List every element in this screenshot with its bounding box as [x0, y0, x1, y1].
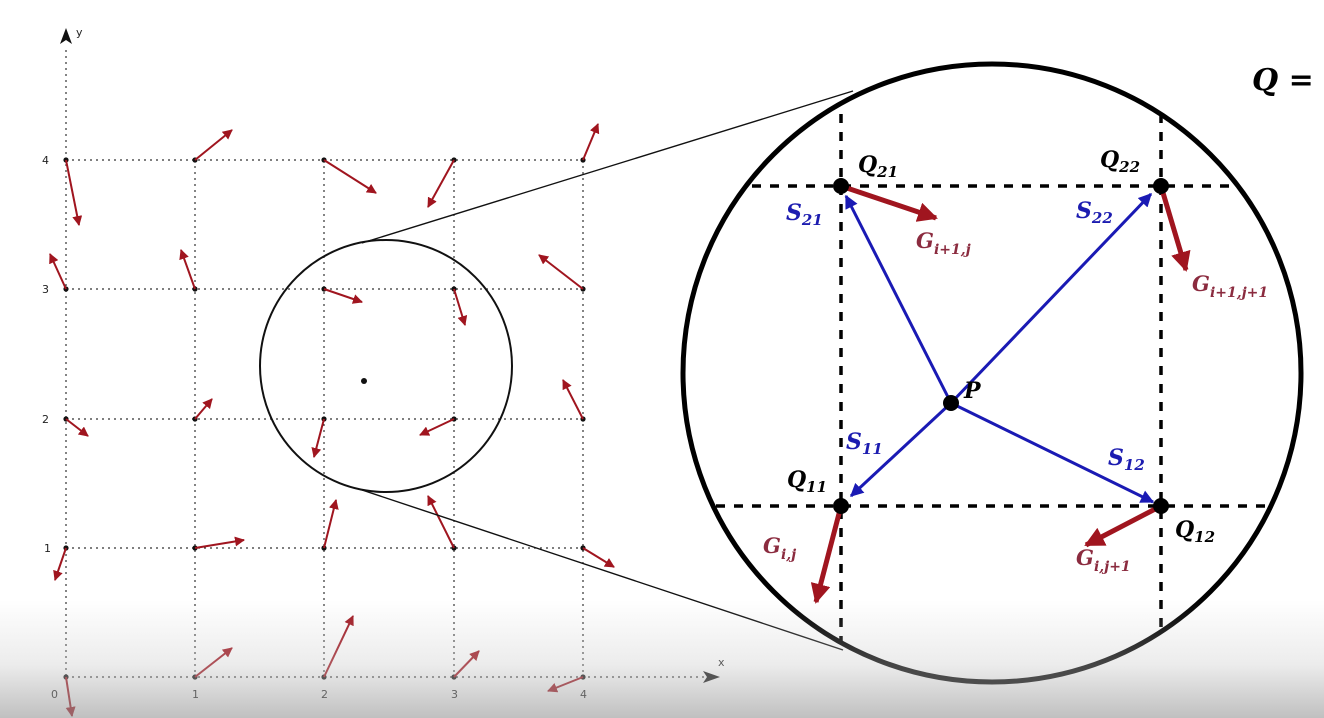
label-g-i1j: Gi+1,j: [916, 228, 971, 258]
label-g-i1j1: Gi+1,j+1: [1192, 271, 1268, 301]
point-q21: [833, 178, 849, 194]
label-q21: Q21: [858, 152, 898, 181]
gradient-arrows: [49, 123, 615, 717]
point-q22: [1153, 178, 1169, 194]
gradient-i1j1: [1158, 185, 1191, 272]
vector-s12: [950, 401, 1155, 504]
x-tick-3: 3: [451, 688, 458, 701]
label-q12: Q12: [1175, 517, 1215, 546]
label-s21: S21: [786, 200, 823, 229]
point-p: [943, 395, 959, 411]
vector-s11: [849, 401, 953, 498]
zoom-source-circle: [259, 239, 513, 493]
x-tick-1: 1: [192, 688, 199, 701]
y-tick-2: 2: [42, 413, 49, 426]
y-tick-4: 4: [42, 154, 49, 167]
label-p: P: [963, 378, 982, 404]
y-tick-1: 1: [44, 542, 51, 555]
y-tick-3: 3: [42, 283, 49, 296]
zoom-circle: [680, 61, 1304, 685]
zoom-connector-top: [361, 90, 854, 244]
grid-points: [63, 157, 586, 680]
zoom-view: Q21 Q22 Q11 Q12 P S21 S22 S11 S12 Gi+1,j: [680, 61, 1304, 685]
label-s11: S11: [846, 429, 883, 458]
point-q12: [1153, 498, 1169, 514]
gradient-i1j: [840, 183, 938, 222]
label-g-ij1: Gi,j+1: [1076, 545, 1131, 575]
zoom-connector-bottom: [361, 489, 844, 651]
y-axis-arrow-icon: [60, 28, 72, 44]
x-axis-label: x: [718, 656, 725, 669]
vector-s21: [844, 194, 953, 404]
label-q11: Q11: [787, 467, 827, 496]
equation-prefix: Q =: [1252, 63, 1314, 98]
x-tick-4: 4: [580, 688, 587, 701]
x-axis-arrow-icon: [703, 671, 720, 683]
vector-s22: [949, 192, 1153, 405]
y-axis-label: y: [76, 26, 83, 39]
gradient-ij1: [1084, 503, 1163, 548]
label-s12: S12: [1108, 445, 1145, 474]
label-s22: S22: [1076, 198, 1113, 227]
gradient-ij: [810, 505, 844, 604]
sample-point: [361, 378, 367, 384]
label-q22: Q22: [1100, 147, 1140, 176]
x-tick-2: 2: [321, 688, 328, 701]
point-q11: [833, 498, 849, 514]
grid-lines: [65, 50, 705, 678]
label-g-ij: Gi,j: [763, 533, 796, 563]
x-tick-0: 0: [51, 688, 58, 701]
